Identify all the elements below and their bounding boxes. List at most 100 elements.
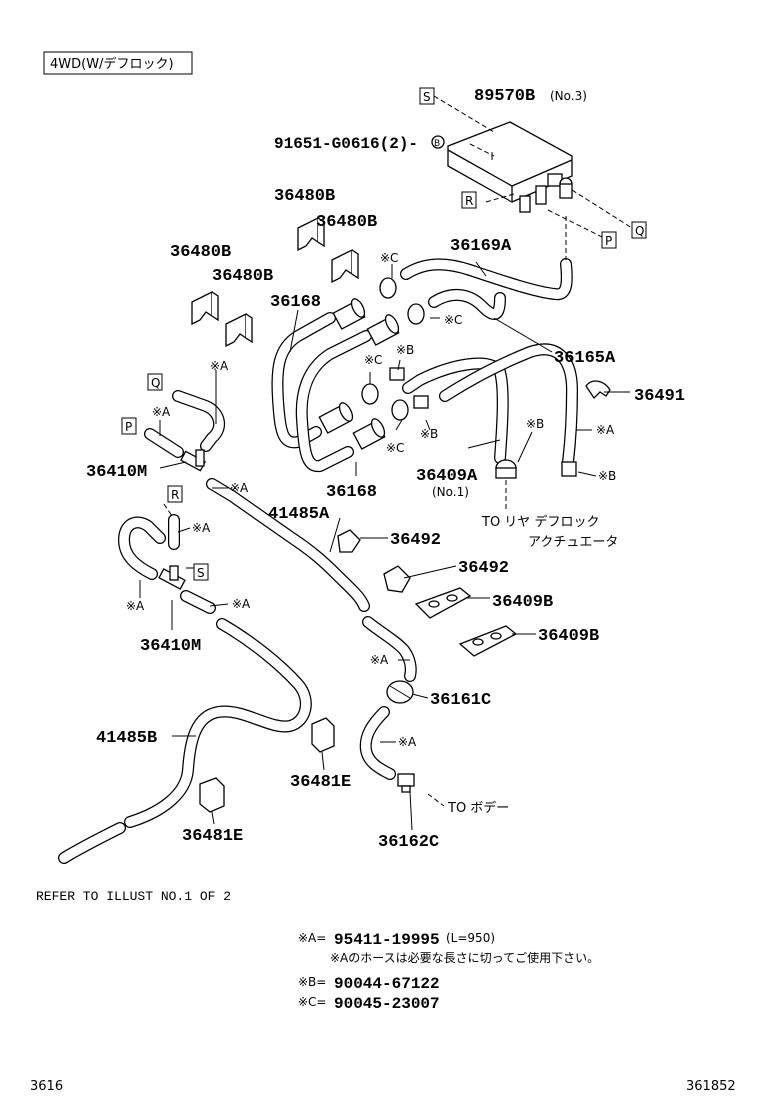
svg-text:※A: ※A [232,597,251,611]
label-36409b-1: 36409B [492,593,553,612]
clip-36480b-2 [331,248,359,284]
footer-left: 3616 [30,1079,63,1094]
tee-36410m-1 [180,449,206,472]
clip-36481e-1 [311,717,335,753]
label-36492-1: 36492 [390,531,441,550]
svg-text:※A: ※A [126,599,145,613]
svg-text:※A: ※A [398,735,417,749]
clamp-36409b-1 [414,587,472,619]
svg-text:※C=: ※C= [298,995,327,1009]
label-36162c: 36162C [378,833,439,852]
clamp-36409b-2 [458,625,518,657]
svg-text:S: S [423,90,431,104]
svg-text:※A: ※A [596,423,615,437]
label-36491: 36491 [634,387,685,406]
check-valve-36168-2 [366,314,400,346]
clamp-36492-2 [383,565,411,593]
label-36481e-2: 36481E [182,827,243,846]
label-89570b-note: (No.3) [550,89,587,103]
label-36165a: 36165A [554,349,616,368]
svg-text:※C: ※C [364,353,382,367]
svg-text:R: R [171,488,179,502]
svg-text:Q: Q [151,376,160,390]
label-41485b: 41485B [96,729,157,748]
ref-box-q-left: Q [147,373,163,391]
label-36410m-1: 36410M [86,463,147,482]
svg-text:※A: ※A [370,653,389,667]
label-36168-top: 36168 [270,293,321,312]
label-91651: 91651-G0616(2)- [274,135,418,153]
check-valve-36168-3 [318,402,354,434]
label-36480b-3: 36480B [170,243,231,262]
svg-text:R: R [465,194,473,208]
footer-right: 361852 [686,1079,736,1094]
note-to-rear: TO リヤ デフロック [481,514,599,530]
svg-text:S: S [197,566,205,580]
note-refer: REFER TO ILLUST NO.1 OF 2 [36,889,231,904]
label-89570b: 89570B [474,87,535,106]
svg-text:P: P [125,420,132,434]
svg-text:※C: ※C [444,313,462,327]
leader-lines [139,95,633,831]
part-labels: 89570B (No.3) 91651-G0616(2)- 36480B 364… [86,87,685,852]
svg-text:※B: ※B [420,427,438,441]
note-actuator: アクチュエータ [528,535,618,550]
svg-text:Q: Q [635,224,644,238]
c-clips [361,277,425,421]
label-36480b-4: 36480B [212,267,273,286]
ref-box-q-top: Q [631,221,647,239]
ref-box-s-top: S [419,87,435,105]
legend-a-length: (L=950) [446,931,495,945]
clip-36481e-2 [199,777,225,813]
clamp-36492-1 [337,529,361,553]
label-36481e-1: 36481E [290,773,351,792]
label-36169a: 36169A [450,237,512,256]
ref-box-r-top: R [461,191,477,209]
clip-36480b-3 [191,290,219,326]
note-to-body: TO ボデー [447,800,509,816]
svg-text:※A=: ※A= [298,931,326,945]
legend-c-part: 90045-23007 [334,995,440,1013]
check-valve-36168-4 [352,418,386,450]
label-36480b-1: 36480B [274,187,335,206]
vsv-module-89570b [447,121,573,213]
clamp-36409a [495,459,517,479]
svg-text:※A: ※A [152,405,171,419]
ref-circle-b: B [431,135,445,149]
label-36492-2: 36492 [458,559,509,578]
label-36168-bottom: 36168 [326,483,377,502]
ref-box-p-left: P [121,417,137,435]
svg-text:※A: ※A [210,359,229,373]
b-clamps [389,367,577,477]
ref-box-s-left: S [193,563,209,581]
svg-text:※B: ※B [598,469,616,483]
header-text: 4WD(W/デフロック) [50,56,174,72]
label-36409a: 36409A [416,467,478,486]
header-box: 4WD(W/デフロック) [43,51,193,75]
hoses [58,258,578,864]
svg-text:※B: ※B [396,343,414,357]
legend-a-part: 95411-19995 [334,931,440,949]
clip-36491 [585,380,611,400]
legend-b-part: 90044-67122 [334,975,440,993]
svg-text:B: B [434,139,440,149]
ref-box-r-left: R [167,485,183,503]
filter-36161c [386,680,414,704]
label-36409b-2: 36409B [538,627,599,646]
label-36161c: 36161C [430,691,491,710]
clip-36480b-1 [297,216,325,252]
svg-text:※A: ※A [192,521,211,535]
destination-notes: TO リヤ デフロック アクチュエータ TO ボデー REFER TO ILLU… [36,514,618,904]
label-41485a: 41485A [268,505,330,524]
svg-text:※B=: ※B= [298,975,326,989]
label-36410m-2: 36410M [140,637,201,656]
check-valve-36168-1 [332,298,366,330]
hose-marks: ※C ※C ※C ※B ※C ※B ※B ※A ※B ※A ※A ※A ※A ※… [126,251,616,749]
svg-text:※B: ※B [526,417,544,431]
label-36409a-note: (No.1) [432,485,469,499]
svg-text:※C: ※C [386,441,404,455]
svg-text:※C: ※C [380,251,398,265]
legend: ※A= 95411-19995 (L=950) ※Aのホースは必要な長さに切って… [298,931,599,1013]
fitting-36162c [397,773,415,793]
